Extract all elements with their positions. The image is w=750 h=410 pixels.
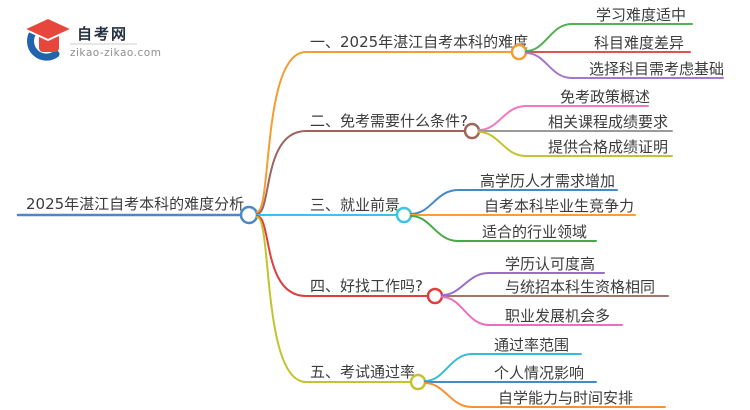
branch-4-child-1-label: 学历认可度高 bbox=[505, 255, 595, 273]
branch-1-child-1-line bbox=[525, 23, 693, 52]
root-node: 2025年湛江自考本科的难度分析 bbox=[16, 195, 259, 225]
logo-site-url: zikao-zikao.com bbox=[70, 47, 161, 59]
branch-4-title: 四、好找工作吗? bbox=[310, 277, 423, 295]
branch-3-child-1-line bbox=[410, 189, 618, 215]
branch-2: 二、免考需要什么条件? 免考政策概述 相关课程成绩要求 提供合格成绩证明 bbox=[256, 88, 673, 215]
branch-5-child-2-label: 个人情况影响 bbox=[494, 364, 584, 382]
branch-1-child-1-label: 学习难度适中 bbox=[596, 6, 686, 24]
branch-4-child-3-label: 职业发展机会多 bbox=[505, 307, 610, 325]
branch-2-node-circle bbox=[463, 122, 481, 140]
branch-5-title: 五、考试通过率 bbox=[310, 363, 415, 381]
branch-5-child-1-line bbox=[424, 353, 582, 382]
root-label: 2025年湛江自考本科的难度分析 bbox=[26, 195, 244, 213]
branch-5-child-1-label: 通过率范围 bbox=[494, 336, 569, 354]
branch-3-child-3-line bbox=[410, 215, 597, 242]
graduation-cap-board-icon bbox=[23, 17, 73, 41]
branch-5-child-3-line bbox=[424, 382, 666, 408]
branch-4-child-1-line bbox=[441, 272, 605, 296]
branch-3: 三、就业前景 高学历人才需求增加 自考本科毕业生竞争力 适合的行业领域 bbox=[256, 172, 636, 242]
branch-2-child-1-label: 免考政策概述 bbox=[560, 88, 650, 106]
branch-4-node-circle bbox=[426, 287, 444, 305]
branch-1-child-3-line bbox=[525, 52, 724, 79]
branch-2-line bbox=[256, 130, 466, 215]
branch-1-node-circle bbox=[510, 43, 528, 61]
branch-4-child-3-line bbox=[441, 296, 623, 326]
branch-3-child-2-label: 自考本科毕业生竞争力 bbox=[484, 197, 634, 215]
site-logo: 自考网 zikao-zikao.com bbox=[23, 17, 161, 61]
branch-4-child-2-label: 与统招本科生资格相同 bbox=[505, 278, 655, 296]
root-node-circle bbox=[239, 205, 259, 225]
branch-1: 一、2025年湛江自考本科的难度 学习难度适中 科目难度差异 选择科目需考虑基础 bbox=[256, 6, 724, 213]
branch-2-child-2-label: 相关课程成绩要求 bbox=[548, 113, 668, 131]
branch-5: 五、考试通过率 通过率范围 个人情况影响 自学能力与时间安排 bbox=[256, 216, 666, 408]
branch-2-child-3-label: 提供合格成绩证明 bbox=[548, 138, 668, 156]
logo-site-name: 自考网 bbox=[77, 25, 128, 43]
branch-4: 四、好找工作吗? 学历认可度高 与统招本科生资格相同 职业发展机会多 bbox=[256, 215, 669, 326]
branch-1-line bbox=[256, 51, 513, 213]
branch-5-child-3-label: 自学能力与时间安排 bbox=[498, 389, 633, 407]
branch-3-node-circle bbox=[395, 206, 413, 224]
branch-3-child-1-label: 高学历人才需求增加 bbox=[480, 172, 615, 190]
branch-5-node-circle bbox=[409, 373, 427, 391]
branch-4-line bbox=[256, 215, 429, 297]
branch-3-child-3-label: 适合的行业领域 bbox=[482, 223, 587, 241]
branch-3-title: 三、就业前景 bbox=[310, 196, 400, 214]
branch-2-child-3-line bbox=[478, 131, 673, 157]
branch-1-child-3-label: 选择科目需考虑基础 bbox=[589, 60, 724, 78]
branch-1-child-2-label: 科目难度差异 bbox=[594, 34, 684, 52]
branch-2-title: 二、免考需要什么条件? bbox=[310, 112, 468, 130]
branch-2-child-1-line bbox=[478, 105, 649, 131]
branch-5-line bbox=[256, 216, 412, 383]
branch-1-title: 一、2025年湛江自考本科的难度 bbox=[310, 33, 528, 51]
